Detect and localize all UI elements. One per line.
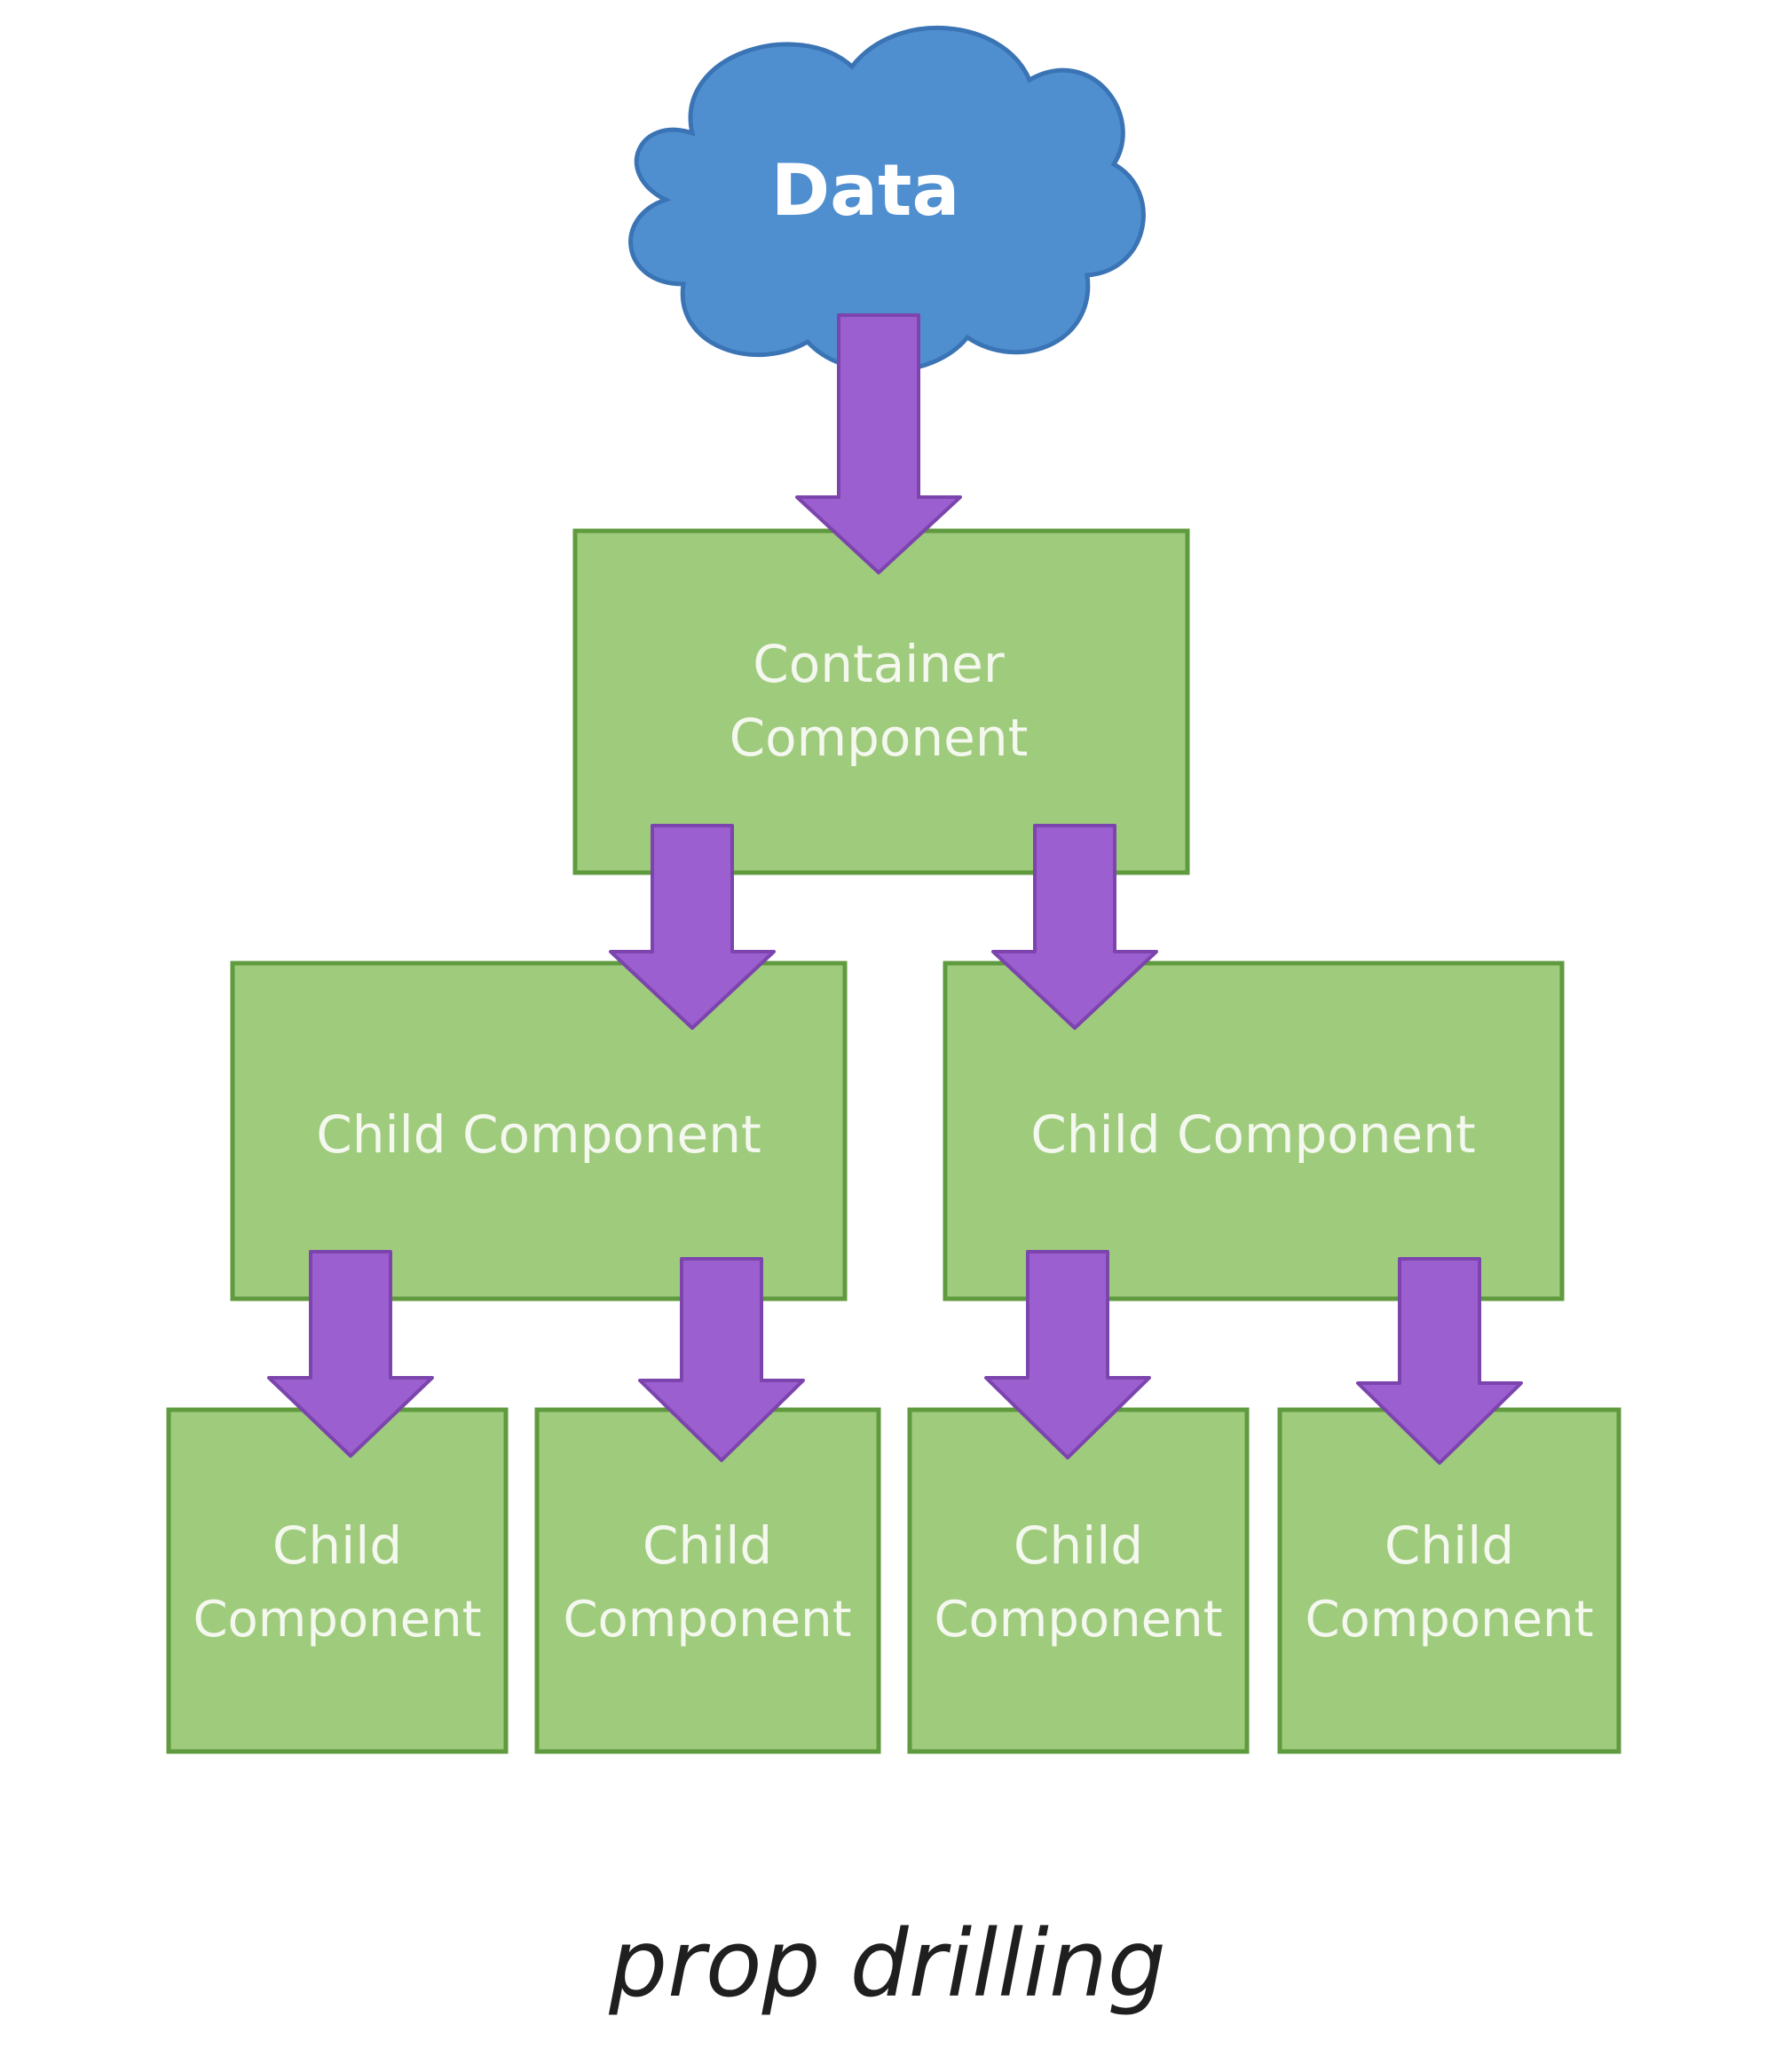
- data-label: Data: [771, 149, 960, 232]
- child-component-box-mid-left: [230, 961, 848, 1301]
- arrow-down-icon: [1356, 1257, 1523, 1465]
- data-cloud-node: Data: [628, 25, 1146, 374]
- child-component-box-leaf-3: [907, 1407, 1250, 1754]
- child-component-node-leaf-4: Child Component: [1277, 1407, 1621, 1754]
- child-component-label-leaf-3-line1: Child: [1014, 1515, 1143, 1576]
- child-component-label-leaf-1-line2: Component: [193, 1591, 481, 1649]
- arrow-down-icon: [609, 824, 776, 1030]
- child-component-box-mid-right: [943, 961, 1565, 1301]
- child-component-label-leaf-4-line1: Child: [1384, 1515, 1514, 1576]
- child-component-label-leaf-1-line1: Child: [272, 1515, 402, 1576]
- child-component-label-leaf-2-line1: Child: [643, 1515, 772, 1576]
- arrow-down-icon: [795, 313, 962, 574]
- diagram-caption: prop drilling: [609, 1910, 1166, 2018]
- child-component-box-leaf-2: [534, 1407, 881, 1754]
- child-component-label-mid-left: Child Component: [316, 1104, 761, 1165]
- container-component-label-line2: Component: [730, 708, 1029, 768]
- container-component-node: Container Component: [572, 528, 1190, 875]
- arrow-down-icon: [638, 1257, 805, 1462]
- child-component-node-mid-left: Child Component: [230, 961, 848, 1301]
- arrows: [267, 313, 1523, 1465]
- child-component-box-leaf-4: [1277, 1407, 1621, 1754]
- child-component-label-mid-right: Child Component: [1030, 1104, 1475, 1165]
- child-component-label-leaf-2-line2: Component: [563, 1591, 851, 1649]
- container-component-box: [572, 528, 1190, 875]
- arrow-down-icon: [984, 1250, 1151, 1459]
- arrow-down-icon: [267, 1250, 434, 1458]
- child-component-label-leaf-3-line2: Component: [934, 1591, 1222, 1649]
- arrow-down-icon: [991, 824, 1158, 1030]
- child-component-node-leaf-2: Child Component: [534, 1407, 881, 1754]
- cloud-icon: [628, 25, 1146, 374]
- child-component-label-leaf-4-line2: Component: [1305, 1591, 1593, 1649]
- child-component-node-leaf-3: Child Component: [907, 1407, 1250, 1754]
- child-component-box-leaf-1: [166, 1407, 509, 1754]
- child-component-node-mid-right: Child Component: [943, 961, 1565, 1301]
- container-component-label-line1: Container: [753, 634, 1005, 694]
- child-component-node-leaf-1: Child Component: [166, 1407, 509, 1754]
